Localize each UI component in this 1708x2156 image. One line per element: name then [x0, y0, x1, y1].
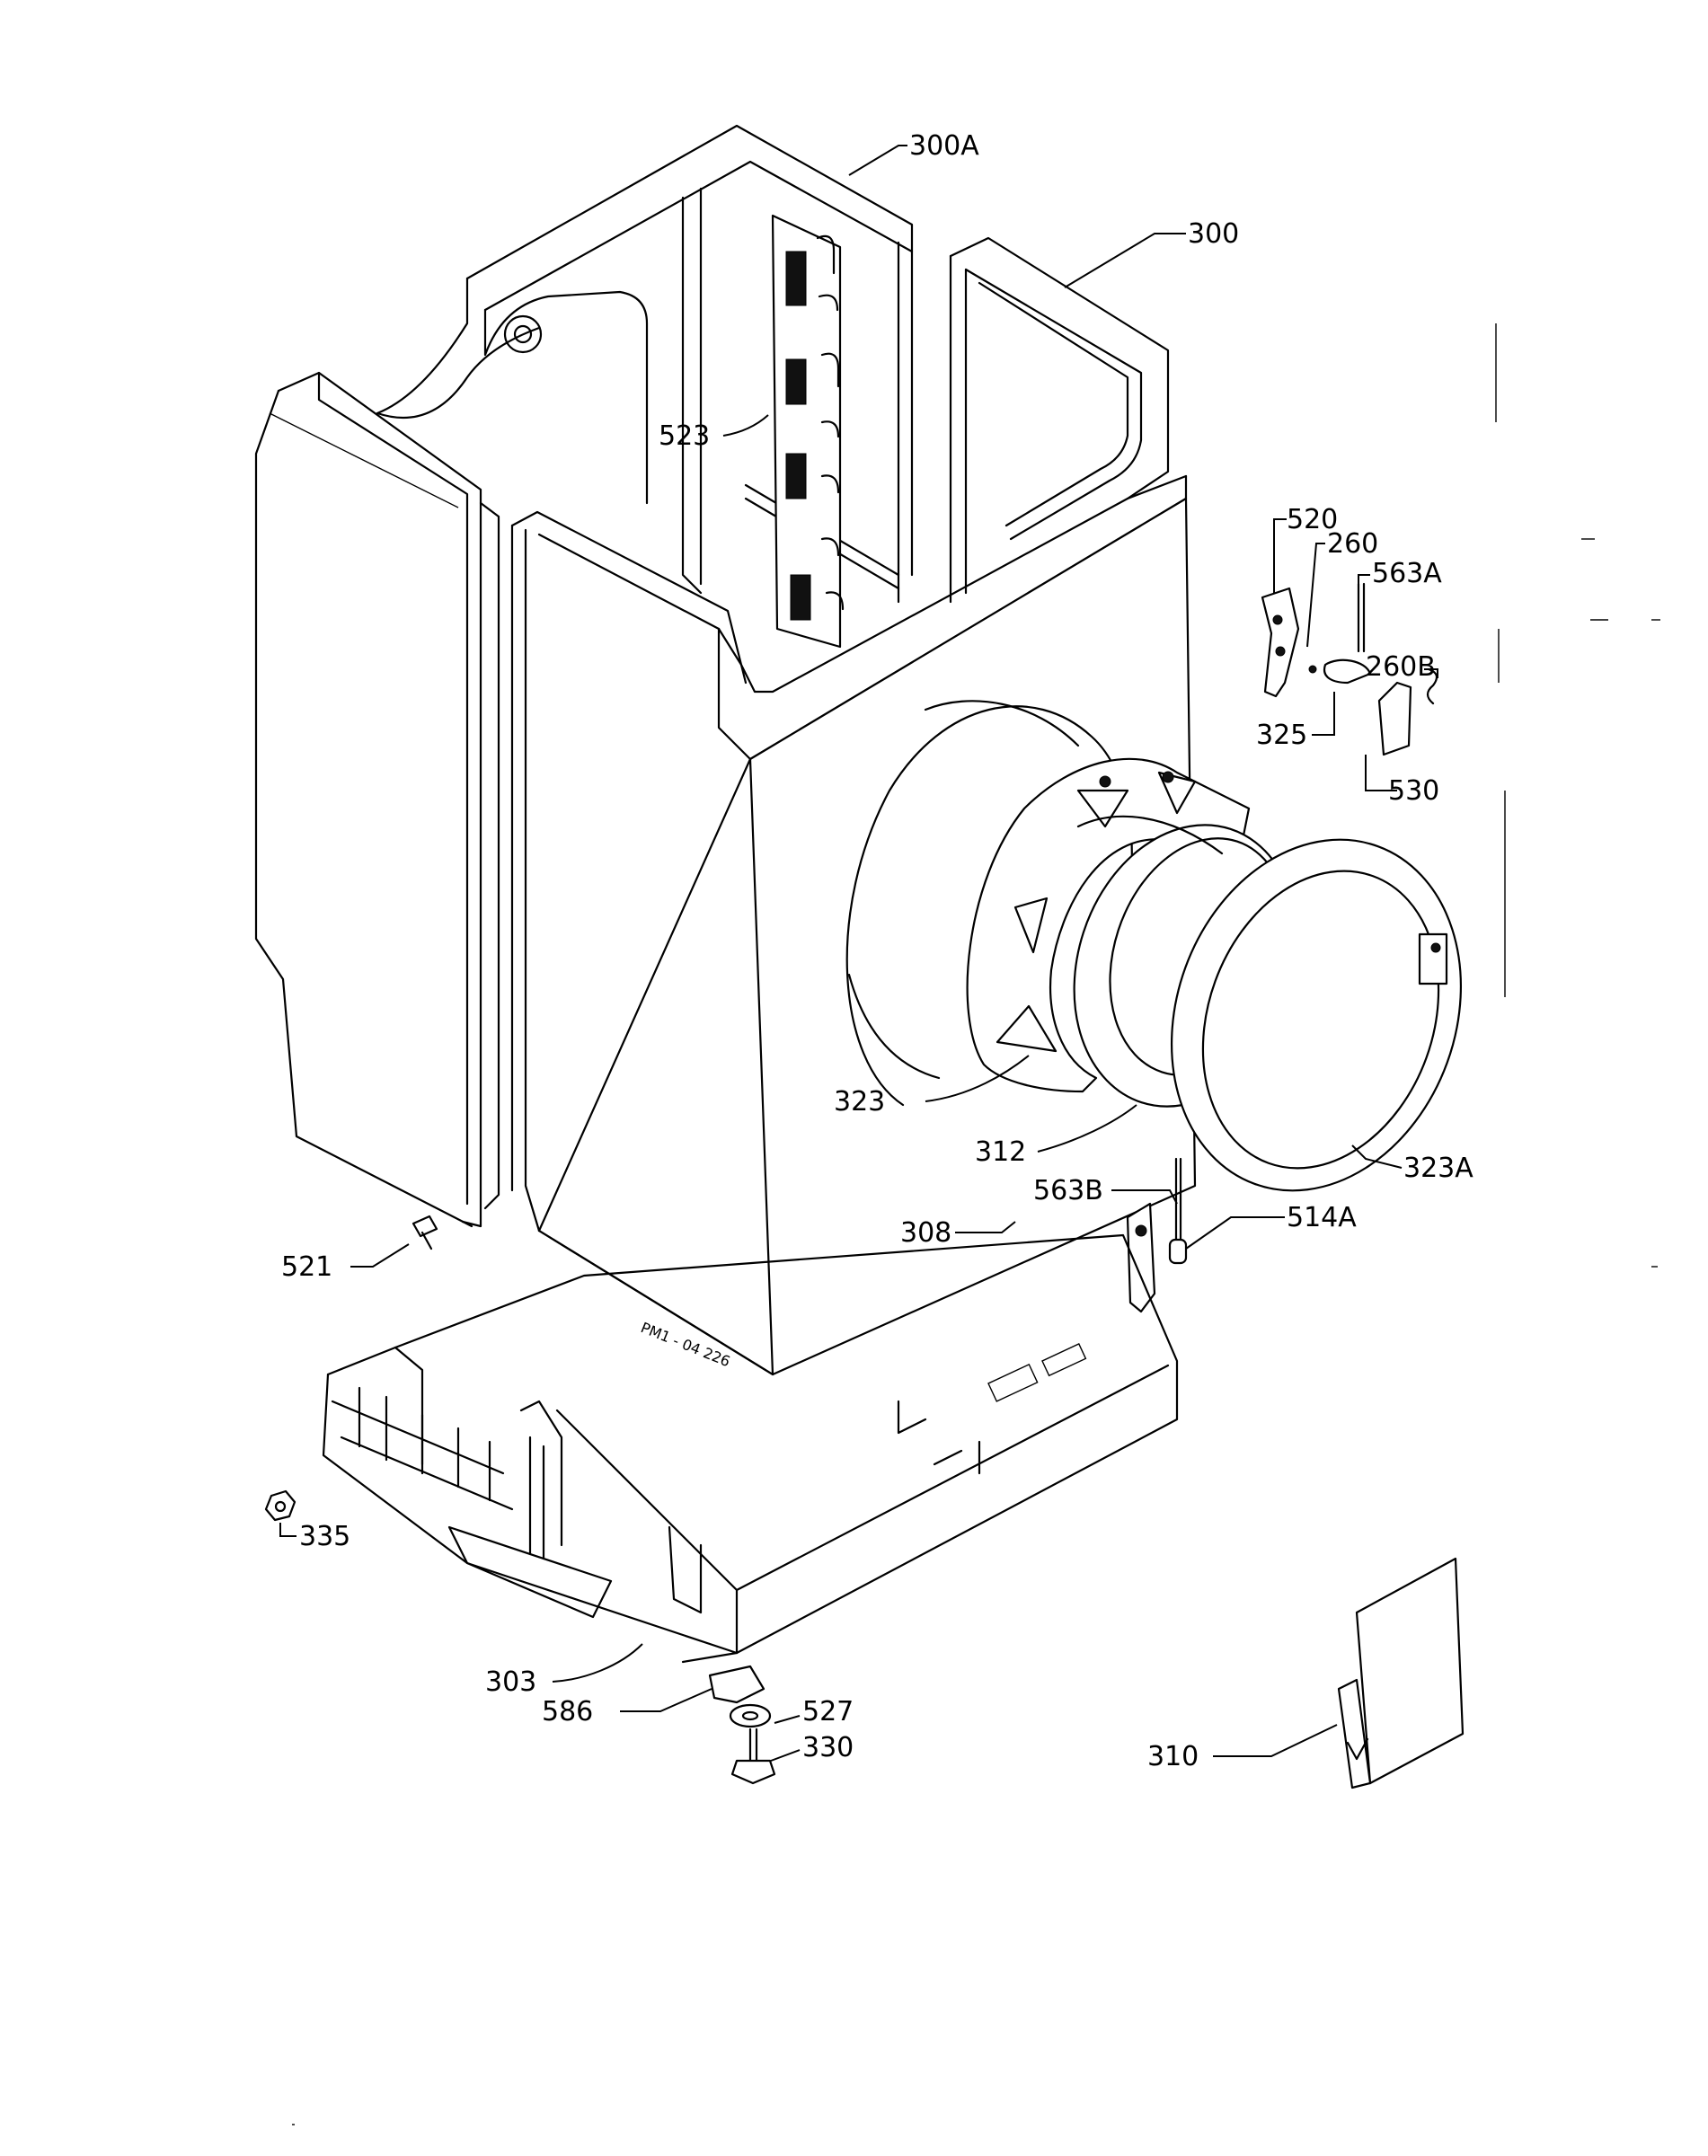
- label-325: 325: [1256, 720, 1307, 751]
- label-303: 303: [485, 1666, 536, 1698]
- scan-marks: [292, 323, 1660, 2125]
- screw-521: [412, 1215, 438, 1250]
- label-563b: 563B: [1033, 1175, 1103, 1206]
- leader-lines: [279, 145, 1438, 1762]
- door-hinge-ring: [966, 757, 1251, 1093]
- label-300: 300: [1188, 218, 1239, 250]
- label-523: 523: [659, 420, 710, 452]
- label-335: 335: [299, 1521, 350, 1552]
- label-312: 312: [975, 1136, 1026, 1168]
- washer-527: [729, 1703, 772, 1728]
- label-563a: 563A: [1372, 558, 1442, 589]
- nut-335: [264, 1489, 296, 1522]
- label-260b: 260B: [1366, 651, 1436, 683]
- label-530: 530: [1388, 775, 1439, 807]
- label-586: 586: [542, 1696, 593, 1727]
- service-cover-310: [1337, 1557, 1465, 1789]
- label-527: 527: [802, 1696, 854, 1727]
- rear-cabinet-frame: [376, 124, 1170, 649]
- label-330: 330: [802, 1732, 854, 1763]
- door-front-ring: [1170, 838, 1463, 1192]
- label-310: 310: [1147, 1741, 1199, 1772]
- label-323: 323: [834, 1086, 885, 1118]
- door-lock-assembly: [1261, 582, 1438, 756]
- left-side-panel: [254, 371, 500, 1228]
- label-323a: 323A: [1403, 1153, 1473, 1184]
- base-frame: [322, 1233, 1179, 1704]
- label-260: 260: [1327, 528, 1378, 560]
- label-521: 521: [281, 1251, 332, 1283]
- front-cabinet-panel: PM1 - 04 226: [510, 474, 1197, 1376]
- label-514a: 514A: [1287, 1202, 1357, 1233]
- part-labels: 300A 300 523 520 260 563A 260B 325 530 3…: [281, 130, 1473, 1772]
- label-300a: 300A: [909, 130, 979, 162]
- bracket-slots: [785, 251, 811, 621]
- label-520: 520: [1287, 504, 1338, 535]
- door-hinge-308: [1126, 1157, 1188, 1313]
- foot-330: [730, 1727, 776, 1785]
- label-308: 308: [900, 1217, 951, 1249]
